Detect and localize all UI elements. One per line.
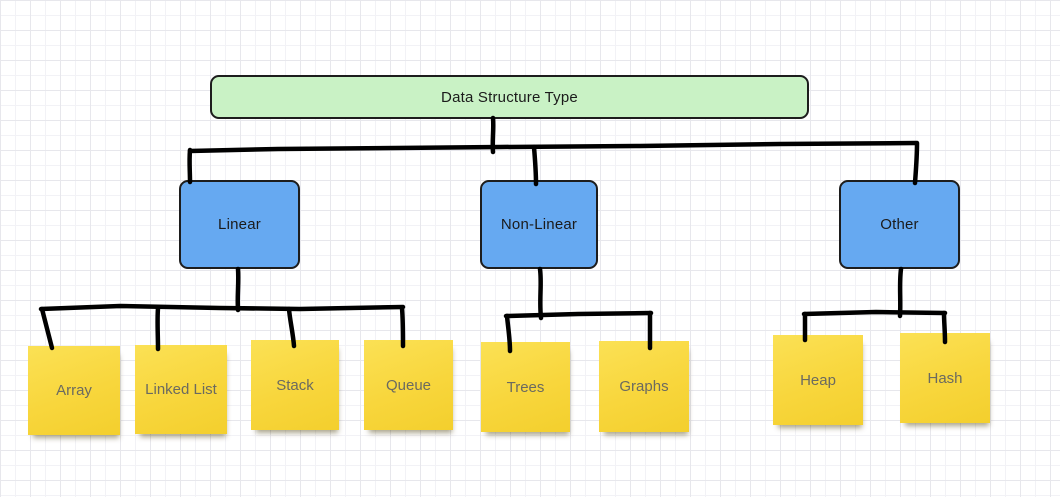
connector-drop-queue[interactable]	[399, 305, 406, 349]
sticky-label: Heap	[800, 371, 836, 389]
node-other[interactable]: Other	[839, 180, 960, 269]
node-linear[interactable]: Linear	[179, 180, 300, 269]
sticky-label: Linked List	[145, 381, 217, 398]
node-label: Data Structure Type	[441, 88, 578, 106]
sticky-heap[interactable]: Heap	[773, 335, 863, 425]
connector-main-trunk[interactable]	[187, 140, 920, 154]
node-non-linear[interactable]: Non-Linear	[480, 180, 598, 269]
sticky-trees[interactable]: Trees	[481, 342, 570, 432]
sticky-label: Array	[56, 382, 92, 399]
connector-non-linear-stub[interactable]	[537, 266, 544, 321]
sticky-hash[interactable]: Hash	[900, 333, 990, 423]
sticky-stack[interactable]: Stack	[251, 340, 339, 430]
connector-drop-other[interactable]	[912, 141, 920, 186]
node-label: Linear	[218, 216, 261, 233]
connector-other-stub[interactable]	[897, 266, 904, 319]
sticky-label: Stack	[276, 376, 314, 394]
sticky-array[interactable]: Array	[28, 346, 120, 435]
node-data-structure-type[interactable]: Data Structure Type	[210, 75, 809, 119]
sticky-label: Queue	[385, 376, 432, 394]
connector-linear-stub[interactable]	[235, 266, 241, 313]
node-label: Other	[880, 216, 919, 233]
sticky-label: Graphs	[619, 378, 669, 395]
connector-non-linear-trunk[interactable]	[503, 310, 654, 319]
connector-drop-non-linear[interactable]	[531, 144, 539, 187]
connector-linear-trunk[interactable]	[38, 303, 406, 312]
connector-other-trunk[interactable]	[801, 309, 948, 317]
connector-drop-hash[interactable]	[941, 310, 948, 345]
node-label: Non-Linear	[500, 216, 578, 233]
sticky-graphs[interactable]: Graphs	[599, 341, 689, 432]
sticky-queue[interactable]: Queue	[364, 340, 453, 430]
sticky-label: Trees	[506, 378, 545, 396]
connector-drop-array[interactable]	[39, 306, 55, 351]
connector-drop-stack[interactable]	[286, 306, 297, 349]
sticky-label: Hash	[927, 369, 963, 387]
sticky-linked-list[interactable]: Linked List	[135, 345, 227, 434]
connector-drop-trees[interactable]	[504, 313, 513, 354]
